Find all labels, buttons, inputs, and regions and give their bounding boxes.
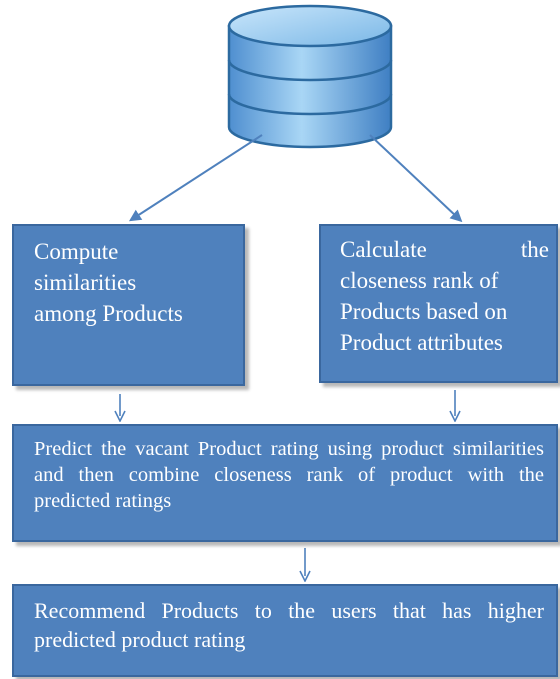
calculate-closeness-box: Calculate the closeness rank of Products… [319, 224, 558, 383]
compute-similarities-text: Compute similarities among Products [34, 236, 234, 329]
predict-rating-text: Predict the vacant Product rating using … [34, 438, 544, 512]
arrow-db-to-compute [128, 134, 263, 222]
recommend-products-text: Recommend Products to the users that has… [34, 598, 544, 652]
compute-similarities-box: Compute similarities among Products [12, 224, 245, 386]
calculate-line-4: Product attributes [340, 330, 503, 355]
calculate-line-3: Products based on [340, 299, 508, 324]
compute-line-2: similarities [34, 270, 137, 295]
predict-rating-box: Predict the vacant Product rating using … [12, 424, 558, 542]
compute-line-1: Compute [34, 239, 119, 264]
recommend-products-box: Recommend Products to the users that has… [12, 584, 558, 677]
database-icon [227, 4, 393, 149]
compute-line-3: among Products [34, 301, 183, 326]
arrow-db-to-calculate [369, 134, 463, 223]
calculate-line-1: Calculate the [340, 237, 549, 262]
calculate-closeness-text: Calculate the closeness rank of Products… [340, 234, 549, 358]
calculate-line-2: closeness rank of [340, 268, 499, 293]
